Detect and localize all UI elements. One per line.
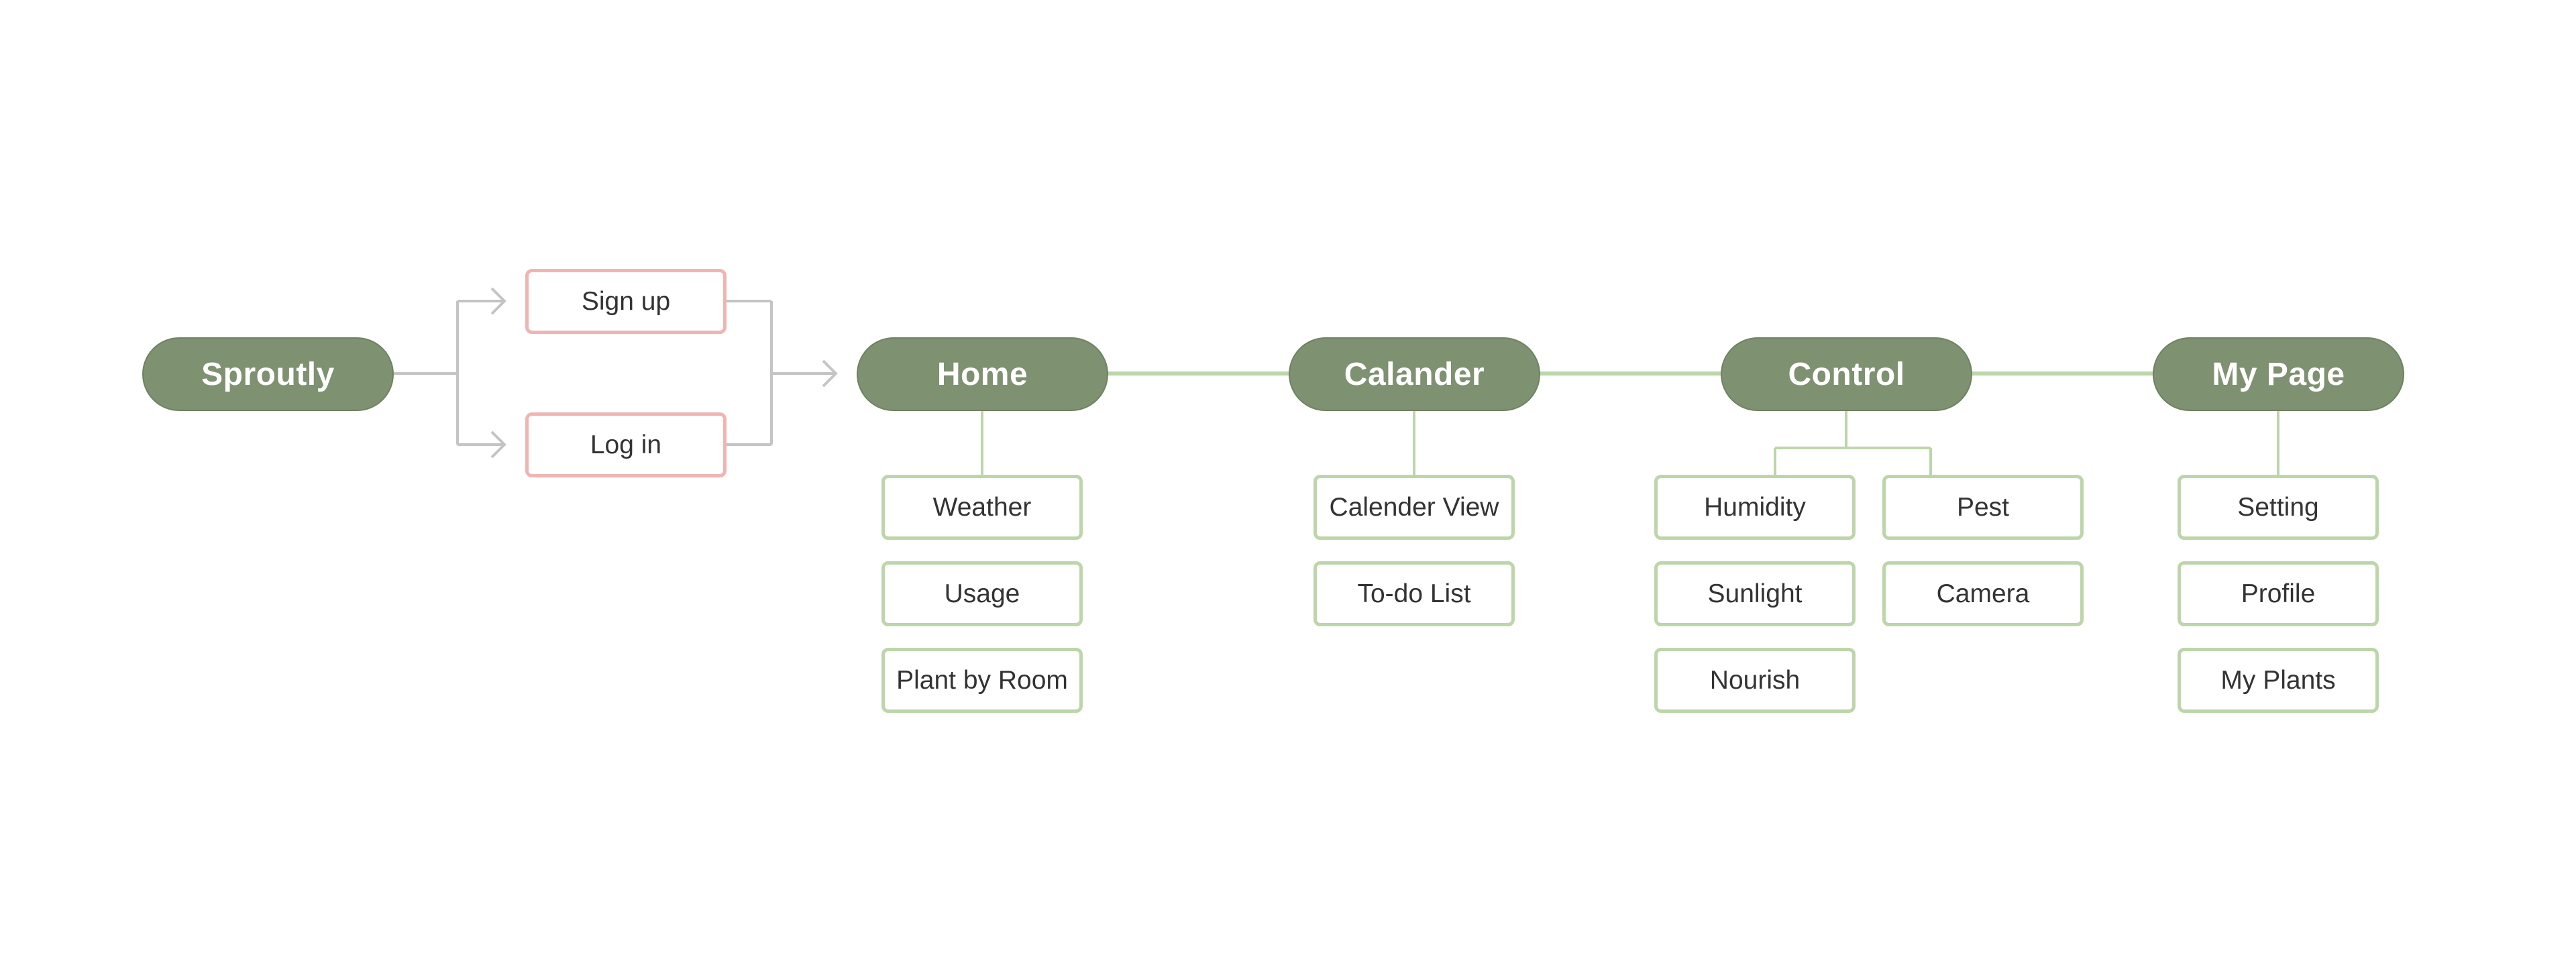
node-nourish-label: Nourish (1709, 665, 1801, 695)
node-plant-by-room: Plant by Room (881, 648, 1083, 713)
node-my-page: My Page (2153, 337, 2404, 411)
node-log-in: Log in (525, 412, 727, 477)
node-calander: Calander (1289, 337, 1540, 411)
node-sunlight: Sunlight (1654, 561, 1856, 626)
node-control-label: Control (1788, 356, 1905, 392)
node-pest: Pest (1882, 475, 2084, 540)
node-to-do-list-label: To-do List (1357, 579, 1471, 608)
node-sign-up: Sign up (525, 269, 727, 334)
node-weather: Weather (881, 475, 1083, 540)
node-sign-up-label: Sign up (581, 286, 671, 316)
node-humidity: Humidity (1654, 475, 1856, 540)
node-profile: Profile (2178, 561, 2379, 626)
node-weather-label: Weather (932, 492, 1032, 522)
node-sproutly: Sproutly (142, 337, 394, 411)
node-humidity-label: Humidity (1704, 492, 1806, 522)
node-profile-label: Profile (2241, 579, 2316, 608)
node-plant-by-room-label: Plant by Room (896, 665, 1068, 695)
node-control: Control (1721, 337, 1972, 411)
arrowhead-login (490, 431, 506, 459)
node-calender-view-label: Calender View (1329, 492, 1499, 522)
arrowhead-home (822, 359, 838, 388)
node-log-in-label: Log in (590, 430, 662, 459)
node-usage-label: Usage (944, 579, 1020, 608)
node-sunlight-label: Sunlight (1707, 579, 1803, 608)
node-camera: Camera (1882, 561, 2084, 626)
node-home-label: Home (936, 356, 1028, 392)
node-setting-label: Setting (2237, 492, 2319, 522)
node-my-plants: My Plants (2178, 648, 2379, 713)
node-calender-view: Calender View (1313, 475, 1515, 540)
node-my-page-label: My Page (2212, 356, 2345, 392)
node-setting: Setting (2178, 475, 2379, 540)
node-camera-label: Camera (1936, 579, 2030, 608)
node-pest-label: Pest (1956, 492, 2010, 522)
node-nourish: Nourish (1654, 648, 1856, 713)
arrowhead-signup (490, 287, 506, 315)
node-calander-label: Calander (1344, 356, 1485, 392)
node-sproutly-label: Sproutly (201, 356, 335, 392)
node-home: Home (857, 337, 1108, 411)
node-my-plants-label: My Plants (2220, 665, 2336, 695)
node-to-do-list: To-do List (1313, 561, 1515, 626)
node-usage: Usage (881, 561, 1083, 626)
